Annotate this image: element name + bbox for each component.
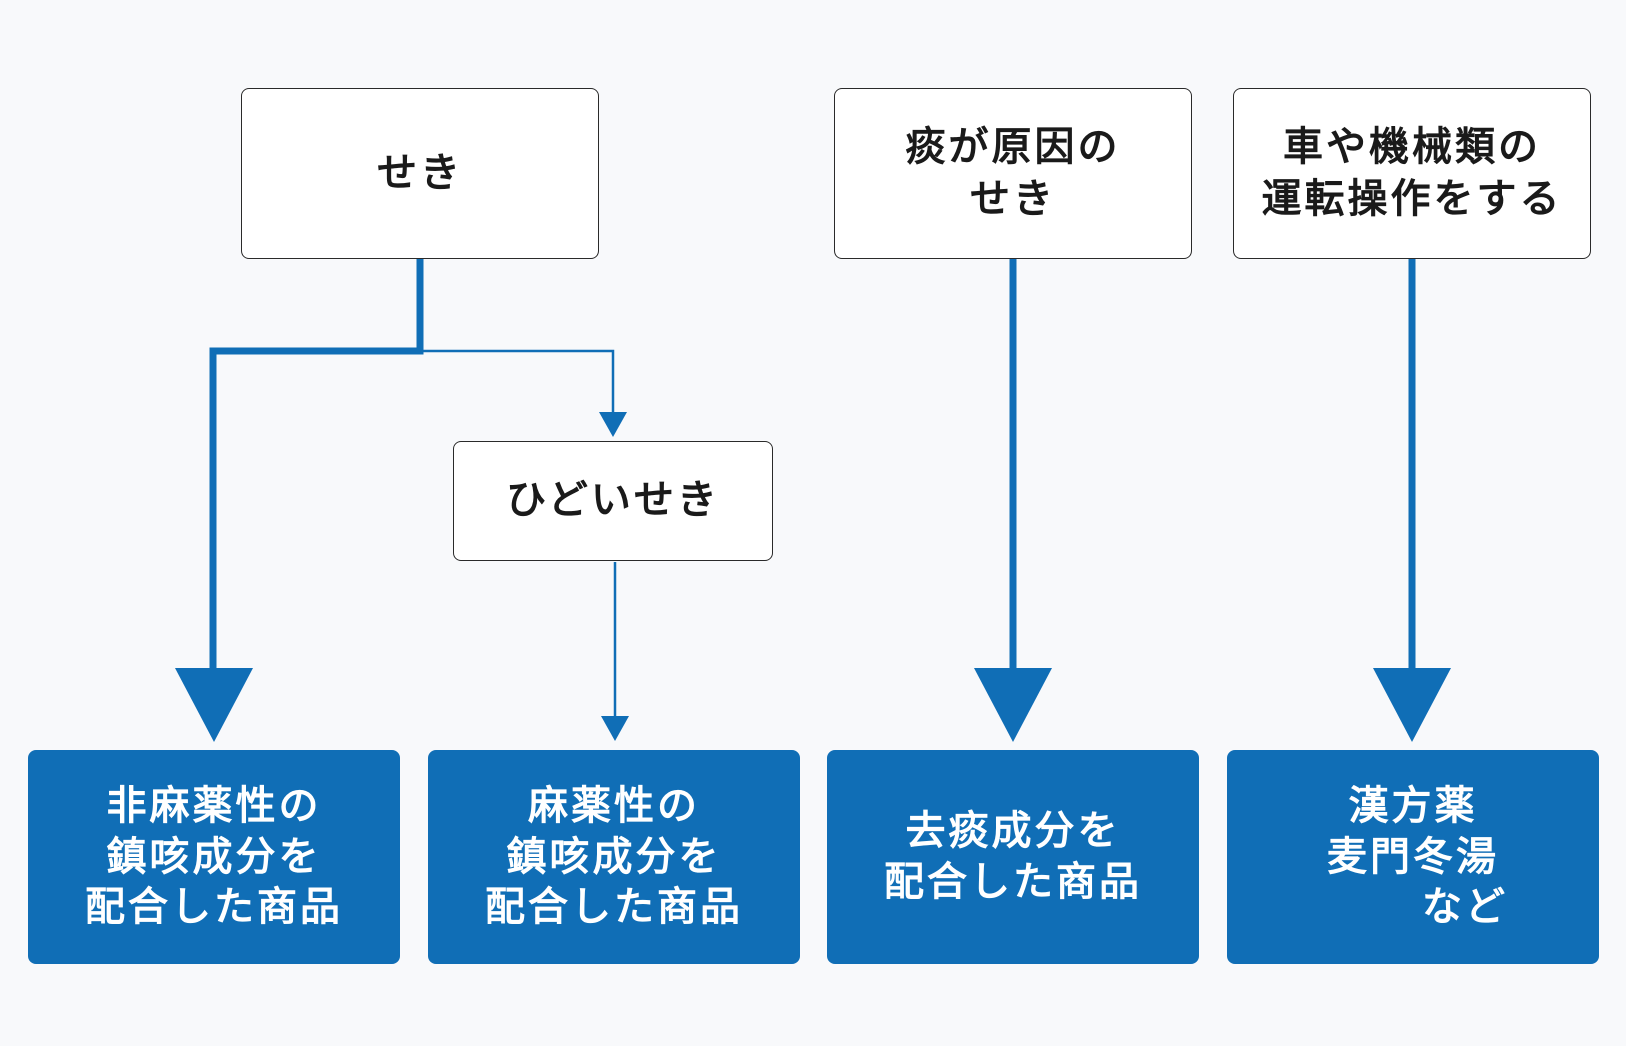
arrowhead-non-narcotic	[175, 668, 253, 742]
result-non-narcotic-line1: 非麻薬性の	[106, 782, 322, 829]
node-phlegm-cough: 痰が原因の せき	[834, 88, 1192, 259]
result-expectorant: 去痰成分を 配合した商品	[827, 750, 1199, 964]
result-non-narcotic-line3: 配合した商品	[85, 884, 343, 931]
node-severe-cough: ひどいせき	[453, 441, 773, 561]
result-expectorant-line2: 配合した商品	[884, 859, 1142, 905]
node-cough-line1: せき	[377, 149, 463, 196]
result-narcotic-line3: 配合した商品	[485, 884, 743, 931]
arrowhead-severe	[599, 412, 627, 437]
arrow-cough-to-severe	[420, 349, 615, 422]
arrowhead-expectorant	[974, 668, 1052, 742]
node-cough: せき	[241, 88, 599, 259]
result-kampo-line1: 漢方薬	[1348, 782, 1478, 829]
result-non-narcotic: 非麻薬性の 鎮咳成分を 配合した商品	[28, 750, 400, 964]
result-kampo: 漢方薬 麦門冬湯 など	[1227, 750, 1599, 964]
node-phlegm-cough-line1: 痰が原因の	[905, 124, 1121, 171]
node-driving: 車や機械類の 運転操作をする	[1233, 88, 1591, 259]
result-kampo-line2: 麦門冬湯	[1327, 833, 1499, 880]
node-driving-line1: 車や機械類の	[1283, 124, 1541, 171]
node-driving-line2: 運転操作をする	[1261, 175, 1563, 222]
result-kampo-line3: など	[1422, 884, 1508, 931]
node-phlegm-cough-line2: せき	[970, 175, 1056, 222]
arrowhead-kampo	[1373, 668, 1451, 742]
result-expectorant-line1: 去痰成分を	[905, 808, 1121, 855]
node-severe-cough-line1: ひどいせき	[506, 477, 720, 524]
arrowhead-narcotic	[601, 716, 629, 741]
result-narcotic: 麻薬性の 鎮咳成分を 配合した商品	[428, 750, 800, 964]
arrow-cough-to-non-narcotic	[209, 258, 424, 695]
result-narcotic-line2: 鎮咳成分を	[506, 833, 722, 880]
result-non-narcotic-line2: 鎮咳成分を	[106, 833, 322, 880]
result-narcotic-line1: 麻薬性の	[528, 782, 700, 829]
